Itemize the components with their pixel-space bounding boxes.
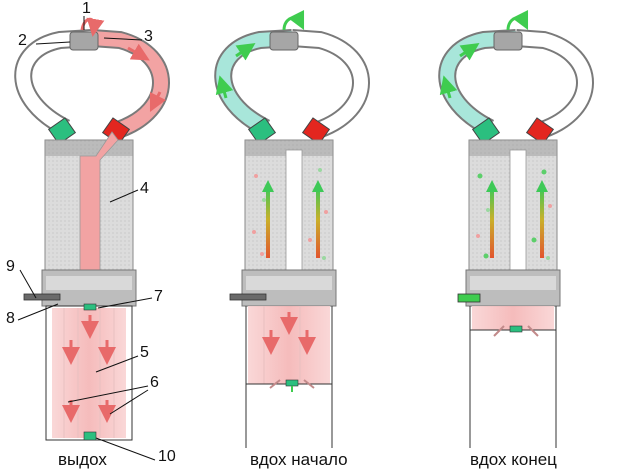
callout-6: 6	[150, 374, 159, 391]
callout-leaders	[17, 16, 156, 461]
caption-exhale: выдох	[58, 450, 107, 469]
callout-3: 3	[144, 28, 153, 45]
breathing-hose	[14, 29, 170, 139]
mouthpiece	[69, 31, 99, 51]
callout-10: 10	[158, 448, 176, 465]
callout-2: 2	[18, 32, 27, 49]
inhale-valve-green	[47, 117, 77, 145]
callout-9: 9	[6, 258, 15, 275]
callout-8: 8	[6, 310, 15, 327]
caption-inhale-end: вдох конец	[470, 450, 557, 469]
panel-inhale-start	[214, 9, 370, 448]
gas-bubbles	[252, 168, 328, 260]
top-valve	[83, 303, 97, 311]
panel-inhale-end	[438, 9, 594, 448]
callout-4: 4	[140, 180, 149, 197]
callout-5: 5	[140, 344, 149, 361]
panel-exhale	[14, 16, 170, 461]
exhale-flow-arrows	[62, 315, 116, 423]
caption-inhale-start: вдох начало	[250, 450, 348, 469]
inhale-hose	[216, 31, 293, 135]
lever	[23, 293, 61, 301]
bottom-valve	[83, 431, 97, 441]
callout-1: 1	[82, 0, 91, 17]
callout-7: 7	[154, 288, 163, 305]
